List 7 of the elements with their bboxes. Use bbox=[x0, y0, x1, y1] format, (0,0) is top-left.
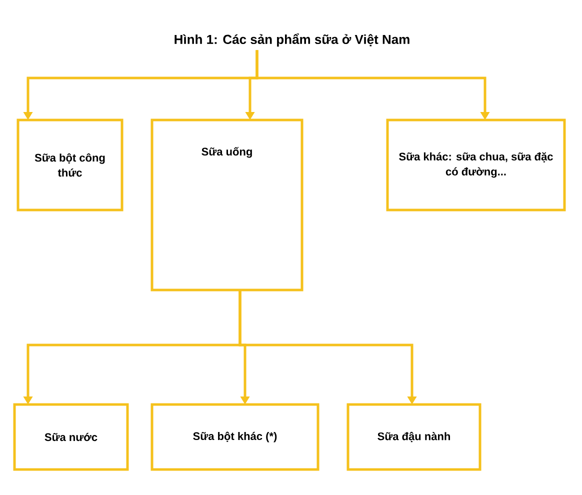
category-box: Sữa nước bbox=[13, 403, 129, 471]
category-box: Sữa đậu nành bbox=[346, 403, 482, 471]
category-box: Sữa bột công thức bbox=[16, 118, 124, 212]
category-box: Sữa bột khác (*) bbox=[150, 403, 320, 471]
figure-title: Hình 1: Các sản phẩm sữa ở Việt Nam bbox=[174, 33, 410, 47]
category-box: Sữa khác: sữa chua, sữa đặc có đường... bbox=[386, 118, 566, 212]
category-box: Sữa uống bbox=[150, 118, 304, 292]
